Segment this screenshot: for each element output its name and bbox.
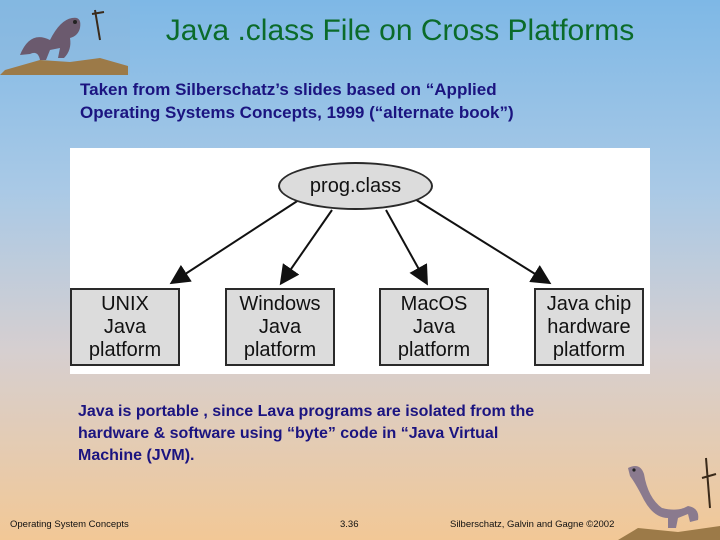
dinosaur-logo-bottom-right	[618, 457, 720, 540]
node-java-chip-label: Java chip hardware platform	[546, 292, 632, 361]
node-unix: UNIX Java platform	[70, 288, 180, 366]
subtitle-line-1: Taken from Silberschatz’s slides based o…	[80, 80, 497, 99]
dinosaur-logo-top-left	[0, 0, 130, 75]
node-macos: MacOS Java platform	[379, 288, 489, 366]
arrow-to-windows	[279, 209, 333, 286]
footer-left: Operating System Concepts	[10, 519, 129, 530]
node-java-chip: Java chip hardware platform	[534, 288, 644, 366]
caption-line-2: hardware & software using “byte” code in…	[78, 425, 499, 442]
arrow-to-macos	[385, 209, 428, 286]
node-windows: Windows Java platform	[225, 288, 335, 366]
footer-right: Silberschatz, Galvin and Gagne ©2002	[450, 519, 615, 530]
arrow-to-java-chip	[409, 195, 552, 285]
caption: Java is portable , since Lava programs a…	[78, 401, 618, 467]
arrow-to-unix	[169, 195, 306, 285]
subtitle: Taken from Silberschatz’s slides based o…	[80, 78, 640, 124]
node-macos-label: MacOS Java platform	[397, 292, 471, 361]
footer-center: 3.36	[340, 519, 359, 530]
root-node-prog-class: prog.class	[278, 162, 433, 210]
caption-line-3: Machine (JVM).	[78, 447, 195, 464]
platform-diagram: prog.class UNIX Java platform Windows Ja…	[70, 148, 650, 374]
subtitle-line-2: Operating Systems Concepts, 1999 (“alter…	[80, 103, 514, 122]
diagram-arrows	[169, 195, 552, 286]
page-title: Java .class File on Cross Platforms	[165, 14, 635, 47]
caption-line-1: Java is portable , since Lava programs a…	[78, 403, 535, 420]
node-unix-label: UNIX Java platform	[88, 292, 162, 361]
node-windows-label: Windows Java platform	[239, 292, 321, 361]
